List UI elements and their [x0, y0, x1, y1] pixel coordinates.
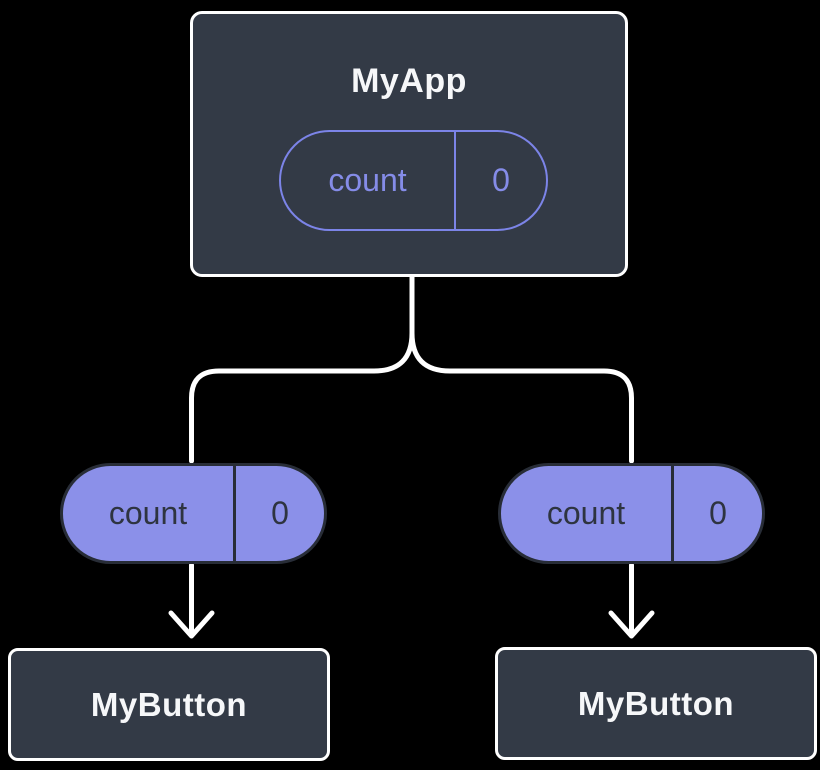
state-name: count [281, 132, 456, 229]
child-component-title: MyButton [90, 685, 248, 723]
root-component-card: MyApp count 0 [190, 11, 628, 277]
prop-pill: count 0 [60, 463, 327, 564]
prop-pill: count 0 [498, 463, 765, 564]
prop-value: 0 [271, 495, 289, 531]
prop-value: 0 [709, 495, 727, 531]
tree-branch-right-line [409, 274, 634, 464]
prop-name: count [501, 466, 674, 561]
root-component-title: MyApp [351, 62, 467, 100]
state-pill: count 0 [279, 130, 548, 231]
prop-name: count [63, 466, 236, 561]
tree-branch-left-line [189, 274, 415, 464]
child-component-card: MyButton [495, 647, 817, 760]
prop-arrow-right-head-icon [608, 610, 655, 639]
child-component-card: MyButton [8, 648, 330, 761]
state-value: 0 [492, 162, 510, 198]
child-component-title: MyButton [577, 684, 735, 722]
prop-arrow-left-head-icon [168, 610, 215, 639]
